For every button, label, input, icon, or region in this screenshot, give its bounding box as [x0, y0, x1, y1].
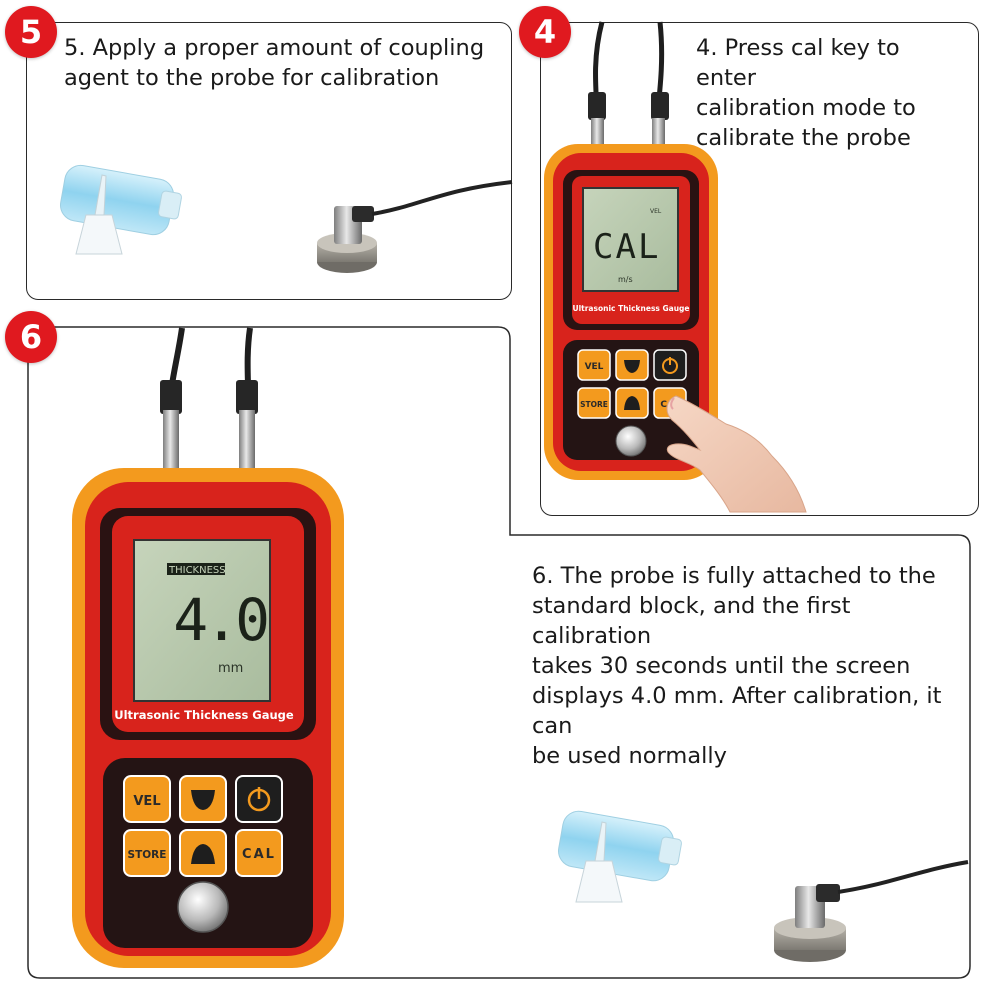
- small-probe-socket: [615, 425, 647, 457]
- step-4-instruction: 4. Press cal key to enter calibration mo…: [696, 35, 916, 151]
- large-store-key[interactable]: STORE: [123, 829, 171, 877]
- small-gauge-cables: [588, 21, 669, 148]
- step-4-badge: 4: [519, 6, 571, 58]
- down-arrow-icon-2: [191, 790, 215, 810]
- up-arrow-icon-2: [191, 844, 215, 864]
- large-vel-key-label: VEL: [133, 794, 160, 809]
- large-up-key[interactable]: [179, 829, 227, 877]
- small-lcd-value: CAL: [593, 227, 660, 267]
- small-store-key[interactable]: STORE: [577, 387, 611, 419]
- small-vel-key[interactable]: VEL: [577, 349, 611, 381]
- large-cal-key-label: CAL: [242, 847, 276, 862]
- small-lcd-unit: m/s: [618, 275, 633, 284]
- large-down-key[interactable]: [179, 775, 227, 823]
- up-arrow-icon: [624, 396, 640, 410]
- small-vel-key-label: VEL: [585, 362, 604, 372]
- step-5-instruction: 5. Apply a proper amount of coupling age…: [64, 35, 485, 91]
- step-6-instruction: 6. The probe is fully attached to the st…: [532, 563, 942, 769]
- large-device-label: Ultrasonic Thickness Gauge: [114, 708, 294, 722]
- large-power-key[interactable]: [235, 775, 283, 823]
- small-device-label: Ultrasonic Thickness Gauge: [572, 304, 689, 313]
- large-lcd-value: 4.0: [173, 586, 267, 654]
- down-arrow-icon: [624, 360, 640, 373]
- small-down-key[interactable]: [615, 349, 649, 381]
- hand-icon: [666, 395, 807, 513]
- large-cal-key[interactable]: CAL: [235, 829, 283, 877]
- large-vel-key[interactable]: VEL: [123, 775, 171, 823]
- large-gauge-cables: [160, 327, 258, 472]
- coupling-gel-bottle-icon: [60, 164, 182, 255]
- step-6-badge: 6: [5, 311, 57, 363]
- large-lcd-unit: mm: [218, 661, 243, 676]
- small-store-key-label: STORE: [580, 400, 608, 409]
- probe-on-block-icon-2: [774, 860, 969, 962]
- probe-on-block-icon: [317, 180, 513, 273]
- small-lcd-indicator: VEL: [650, 208, 662, 215]
- large-lcd-indicator: THICKNESS: [168, 565, 226, 576]
- large-probe-socket: [177, 881, 229, 933]
- coupling-gel-bottle-icon-2: [558, 810, 682, 903]
- small-power-key[interactable]: [653, 349, 687, 381]
- thickness-indicator-bg: [167, 563, 225, 575]
- large-store-key-label: STORE: [128, 849, 167, 861]
- step-5-badge: 5: [5, 6, 57, 58]
- small-up-key[interactable]: [615, 387, 649, 419]
